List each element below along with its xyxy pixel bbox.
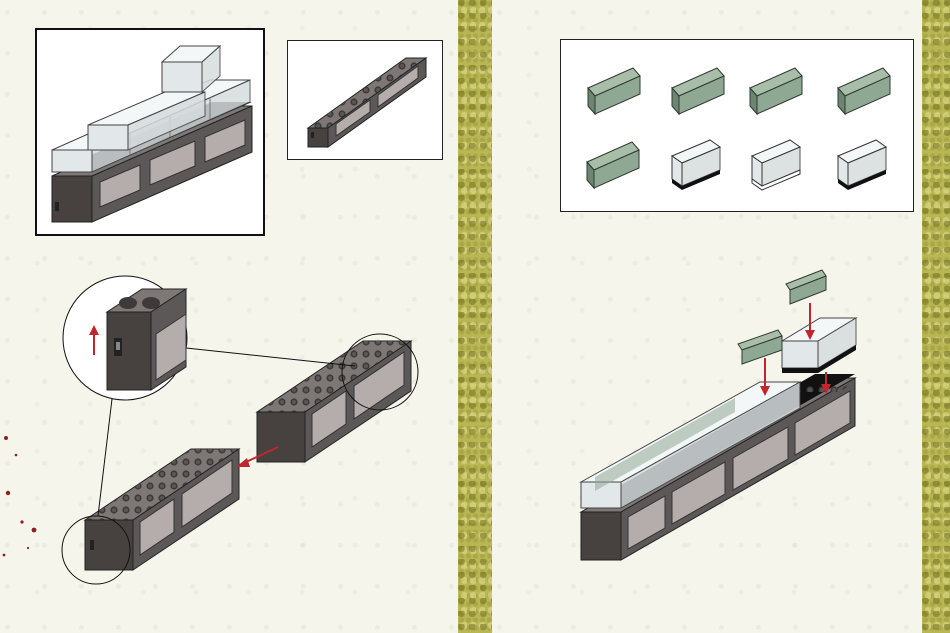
relief-tile-sand-green: [750, 68, 802, 114]
splatter-decoration: [3, 436, 37, 556]
relief-tile-sand-green: [588, 68, 640, 114]
brick-preview-illustration: [308, 58, 426, 147]
window-assembly-illustration: [581, 270, 856, 560]
window-frame-transparent: [672, 140, 720, 190]
relief-tile-sand-green: [838, 68, 890, 114]
final-model-illustration: [52, 46, 252, 222]
window-frame-transparent: [752, 140, 800, 190]
relief-tile-sand-green: [587, 142, 639, 188]
window-frame-transparent: [838, 140, 886, 190]
assembly-step-illustration: [62, 276, 418, 584]
parts-list-illustration: [587, 68, 890, 190]
relief-tile-sand-green: [672, 68, 724, 114]
